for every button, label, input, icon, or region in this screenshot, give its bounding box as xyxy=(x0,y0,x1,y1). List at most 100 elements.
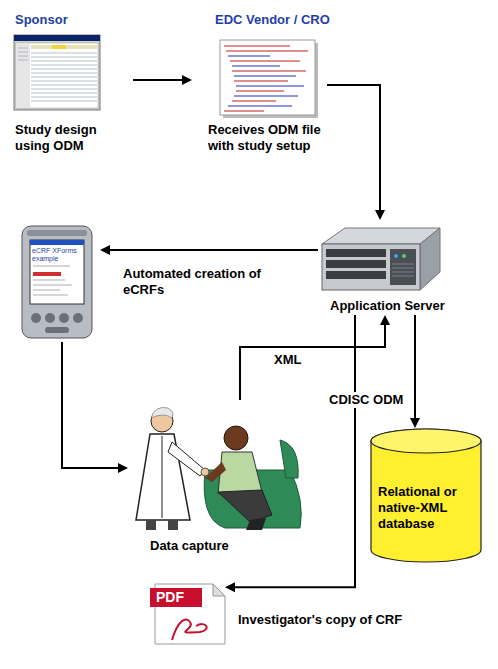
arrow-head xyxy=(225,582,235,592)
doctor-patient-figure-part xyxy=(168,520,178,530)
doctor-patient-figure-part xyxy=(280,440,298,478)
pdf-icon-part xyxy=(213,584,225,596)
flow-connector xyxy=(62,342,119,468)
cylinder-body xyxy=(371,429,481,562)
doctor-patient-figure-part xyxy=(151,407,173,418)
doctor-patient-figure-part xyxy=(146,520,156,530)
arrow-head xyxy=(375,210,385,220)
doctor-patient-figure-part xyxy=(218,490,272,522)
odm-xml-document-part-part xyxy=(236,90,284,91)
sponsor-screenshot-part-part xyxy=(31,65,97,66)
doctor-patient-figure-part xyxy=(168,442,205,476)
pdf-icon xyxy=(150,584,225,644)
edc-vendor-node: EDC Vendor / CROReceives ODM file with s… xyxy=(192,8,327,158)
odm-xml-document-part-part xyxy=(228,105,292,106)
sponsor-screenshot xyxy=(14,35,100,110)
doctor-patient-figure-part xyxy=(201,468,209,476)
pdf-badge-text: PDF xyxy=(156,589,206,605)
application-server-part xyxy=(326,271,386,279)
application-server-part xyxy=(392,264,414,276)
connector-label: XML xyxy=(274,352,314,368)
sponsor-screenshot-part-part xyxy=(31,81,97,82)
screen-text: eCRF XForms example xyxy=(32,247,84,263)
arrow-head xyxy=(100,245,110,255)
pdf-node: PDFInvestigator's copy of CRF xyxy=(150,582,225,644)
odm-xml-document-part-part xyxy=(226,50,308,51)
arrow-head xyxy=(410,418,420,428)
doctor-patient-figure-part xyxy=(162,436,163,518)
flow-connector xyxy=(327,85,380,211)
odm-xml-document-part xyxy=(224,46,308,111)
odm-xml-document xyxy=(220,40,318,118)
application-server-part xyxy=(326,260,386,268)
odm-xml-document-part-part xyxy=(232,100,276,101)
doctor-patient-figure-part xyxy=(246,518,266,530)
application-server-part xyxy=(326,249,386,257)
sponsor-screenshot-part-part xyxy=(31,93,97,94)
pda-device-part xyxy=(73,313,83,323)
pda-node: eCRF XForms example xyxy=(20,222,100,342)
application-server-part-part xyxy=(392,268,414,269)
pda-device-part xyxy=(22,226,92,338)
odm-xml-document-part-part xyxy=(236,85,304,86)
sponsor-screenshot-part xyxy=(14,35,100,41)
odm-xml-document-part-part xyxy=(234,80,288,81)
pda-device-part-part xyxy=(33,285,72,286)
pda-device xyxy=(22,226,92,338)
node-caption: Study design using ODM xyxy=(15,122,123,154)
pda-device-part xyxy=(33,272,61,276)
application-server-part xyxy=(390,249,416,285)
application-server-part xyxy=(394,254,398,258)
pda-device-part-part xyxy=(33,280,65,281)
data-capture-node: Data capture xyxy=(128,400,303,560)
sponsor-screenshot-part-part xyxy=(31,77,97,78)
sponsor-screenshot-part-part xyxy=(31,73,97,74)
sponsor-screenshot-part-part xyxy=(18,52,28,53)
sponsor-node: SponsorStudy design using ODM xyxy=(12,8,133,158)
odm-xml-document-part-part xyxy=(230,60,300,61)
sponsor-screenshot-part-part xyxy=(31,61,97,62)
sponsor-screenshot-part-part xyxy=(31,97,97,98)
flow-connector xyxy=(234,315,355,587)
connector-label: CDISC ODM xyxy=(328,392,404,408)
odm-xml-document-part-part xyxy=(224,110,264,111)
odm-xml-document-part-part xyxy=(234,75,296,76)
pda-device-part-part xyxy=(33,290,60,291)
pda-device-part xyxy=(30,240,84,304)
application-server-part-part xyxy=(392,264,414,265)
flow-connector xyxy=(109,249,318,251)
sponsor-screenshot-part xyxy=(31,45,97,49)
connector-label: Automated creation of eCRFs xyxy=(123,266,263,298)
sponsor-screenshot-part xyxy=(18,48,97,101)
application-server-part xyxy=(322,244,420,290)
arrow-head xyxy=(118,463,128,473)
arrow-head xyxy=(182,75,192,85)
sponsor-screenshot-part-part xyxy=(31,89,97,90)
application-server-part xyxy=(420,228,440,290)
application-server xyxy=(322,228,440,290)
database-cylinder: Relational or native-XML database xyxy=(370,428,482,563)
odm-xml-document-part xyxy=(220,40,315,115)
node-text: Relational or native-XML database xyxy=(378,484,470,532)
odm-xml-document-part-part xyxy=(224,45,290,46)
odm-xml-document-part-part xyxy=(232,65,280,66)
sponsor-screenshot-part-part xyxy=(18,48,28,49)
pda-device-part xyxy=(45,327,69,333)
server-node: Application Server xyxy=(318,220,443,315)
pda-device-part xyxy=(33,266,72,295)
sponsor-screenshot-part xyxy=(14,35,100,110)
pdf-icon-part xyxy=(172,619,207,640)
application-server-part-part xyxy=(392,272,414,273)
actor-heading: EDC Vendor / CRO xyxy=(215,12,355,28)
flow-connector xyxy=(240,324,385,400)
application-server-part xyxy=(402,254,406,258)
pda-device-part xyxy=(30,240,84,245)
sponsor-screenshot-part-part xyxy=(31,53,97,54)
sponsor-screenshot-part-part xyxy=(18,60,28,61)
cylinder-top xyxy=(371,429,481,453)
pda-device-part-part xyxy=(33,295,68,296)
odm-xml-document-part-part xyxy=(228,55,270,56)
